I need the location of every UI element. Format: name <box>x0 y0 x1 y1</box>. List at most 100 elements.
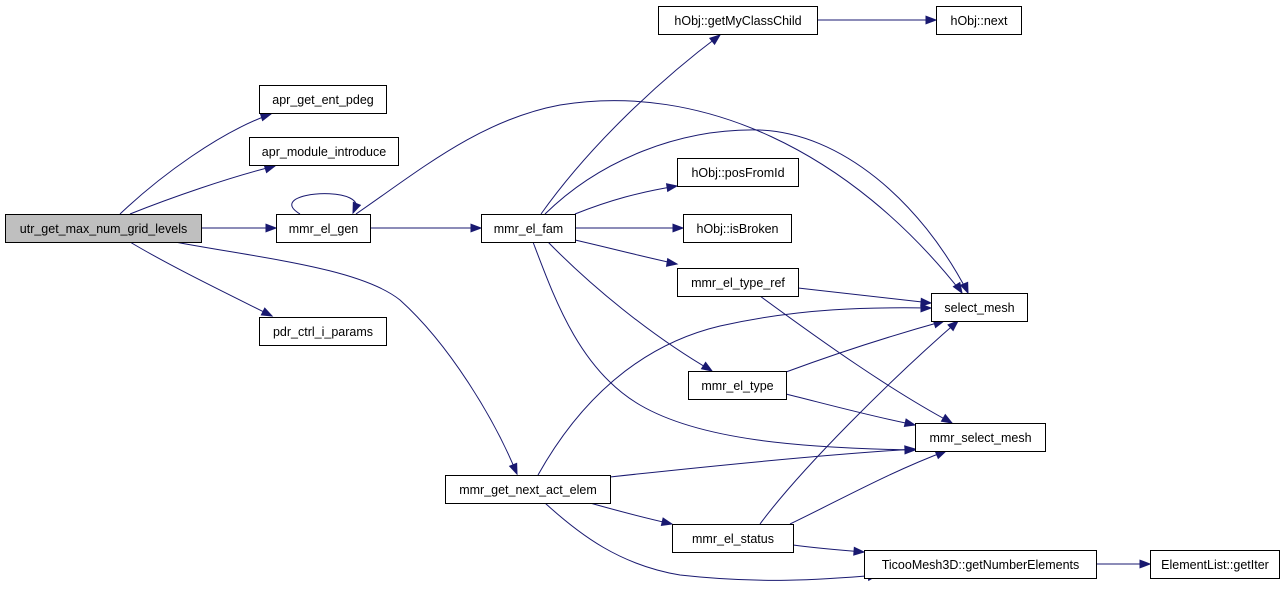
node-mmr_el_type[interactable]: mmr_el_type <box>688 371 787 400</box>
edge-line <box>785 320 945 373</box>
node-apr_get_ent_pdeg[interactable]: apr_get_ent_pdeg <box>259 85 387 114</box>
edge-mmr_el_fam-to-hObj_isBroken <box>575 223 685 233</box>
node-label: hObj::isBroken <box>697 222 779 236</box>
node-mmr_get_next_act_elem[interactable]: mmr_get_next_act_elem <box>445 475 611 504</box>
edge-utr_get_max_num_grid_levels-to-apr_module_introduce <box>129 164 277 215</box>
node-utr_get_max_num_grid_levels[interactable]: utr_get_max_num_grid_levels <box>5 214 202 243</box>
edge-line <box>119 113 272 215</box>
edge-mmr_el_fam-to-mmr_el_type_ref <box>574 239 679 267</box>
edge-mmr_el_fam-to-hObj_getMyClassChild <box>540 34 722 215</box>
node-label: mmr_get_next_act_elem <box>459 483 597 497</box>
node-mmr_el_fam[interactable]: mmr_el_fam <box>481 214 576 243</box>
node-mmr_el_status[interactable]: mmr_el_status <box>672 524 794 553</box>
edge-mmr_el_type-to-select_mesh <box>785 319 946 373</box>
node-box[interactable] <box>915 423 1046 452</box>
edge-mmr_el_status-to-mmr_select_mesh <box>789 450 948 525</box>
edge-line <box>789 450 947 525</box>
arrow-head-icon <box>508 462 518 476</box>
edge-mmr_get_next_act_elem-to-mmr_el_status <box>589 502 674 527</box>
node-label: pdr_ctrl_i_params <box>273 325 373 339</box>
node-label: apr_get_ent_pdeg <box>272 93 374 107</box>
arrow-head-icon <box>952 281 963 295</box>
node-label: mmr_el_status <box>692 532 774 546</box>
node-mmr_select_mesh[interactable]: mmr_select_mesh <box>915 423 1046 452</box>
arrow-head-icon <box>265 223 278 233</box>
edge-line <box>574 239 678 265</box>
node-box[interactable] <box>677 158 799 187</box>
node-hObj_next[interactable]: hObj::next <box>936 6 1022 35</box>
node-box[interactable] <box>481 214 576 243</box>
node-box[interactable] <box>658 6 818 35</box>
arrow-head-icon <box>470 223 483 233</box>
edge-line <box>574 185 678 215</box>
edge-mmr_el_gen-to-mmr_el_fam <box>370 223 483 233</box>
edge-line <box>537 307 932 476</box>
node-box[interactable] <box>688 371 787 400</box>
node-mmr_el_type_ref[interactable]: mmr_el_type_ref <box>677 268 799 297</box>
edge-mmr_get_next_act_elem-to-mmr_select_mesh <box>609 445 917 478</box>
node-label: mmr_el_gen <box>289 222 359 236</box>
node-box[interactable] <box>5 214 202 243</box>
edge-line <box>544 502 879 581</box>
node-box[interactable] <box>931 293 1028 322</box>
node-box[interactable] <box>445 475 611 504</box>
edge-utr_get_max_num_grid_levels-to-mmr_get_next_act_elem <box>174 241 518 476</box>
edge-mmr_el_type_ref-to-select_mesh <box>797 287 933 307</box>
node-TicooMesh3D_getNumberElements[interactable]: TicooMesh3D::getNumberElements <box>864 550 1097 579</box>
node-box[interactable] <box>276 214 371 243</box>
node-box[interactable] <box>677 268 799 297</box>
edge-line <box>355 100 963 294</box>
arrow-head-icon <box>672 223 685 233</box>
node-box[interactable] <box>683 214 792 243</box>
node-label: select_mesh <box>944 301 1014 315</box>
arrow-head-icon <box>853 546 866 556</box>
node-select_mesh[interactable]: select_mesh <box>931 293 1028 322</box>
node-label: mmr_select_mesh <box>929 431 1031 445</box>
arrow-head-icon <box>708 34 722 46</box>
node-hObj_getMyClassChild[interactable]: hObj::getMyClassChild <box>658 6 818 35</box>
edge-utr_get_max_num_grid_levels-to-mmr_el_gen <box>201 223 278 233</box>
edge-line <box>291 193 357 215</box>
node-box[interactable] <box>249 137 399 166</box>
arrow-head-icon <box>1139 559 1152 569</box>
node-box[interactable] <box>259 317 387 346</box>
edge-line <box>759 320 959 525</box>
edge-mmr_el_fam-to-hObj_posFromId <box>574 183 679 215</box>
node-mmr_el_gen[interactable]: mmr_el_gen <box>276 214 371 243</box>
node-label: mmr_el_fam <box>494 222 563 236</box>
edge-mmr_el_status-to-select_mesh <box>759 320 960 525</box>
edge-utr_get_max_num_grid_levels-to-pdr_ctrl_i_params <box>129 241 274 317</box>
arrow-head-icon <box>903 418 917 428</box>
arrow-head-icon <box>352 201 362 215</box>
node-box[interactable] <box>259 85 387 114</box>
node-box[interactable] <box>864 550 1097 579</box>
node-hObj_isBroken[interactable]: hObj::isBroken <box>683 214 792 243</box>
edge-line <box>532 241 916 451</box>
edge-mmr_get_next_act_elem-to-select_mesh <box>537 303 933 476</box>
edge-mmr_el_gen-to-select_mesh <box>355 100 963 295</box>
node-box[interactable] <box>1150 550 1280 579</box>
edge-line <box>759 295 953 424</box>
arrow-head-icon <box>665 257 679 267</box>
arrow-head-icon <box>920 297 933 307</box>
edge-line <box>174 241 518 475</box>
node-apr_module_introduce[interactable]: apr_module_introduce <box>249 137 399 166</box>
arrow-head-icon <box>947 320 960 332</box>
node-pdr_ctrl_i_params[interactable]: pdr_ctrl_i_params <box>259 317 387 346</box>
node-box[interactable] <box>936 6 1022 35</box>
edge-mmr_el_fam-to-select_mesh <box>544 129 969 295</box>
arrow-head-icon <box>904 445 917 455</box>
node-ElementList_getIter[interactable]: ElementList::getIter <box>1150 550 1280 579</box>
arrow-head-icon <box>259 112 273 122</box>
node-hObj_posFromId[interactable]: hObj::posFromId <box>677 158 799 187</box>
arrow-head-icon <box>920 303 933 313</box>
edge-TicooMesh3D_getNumberElements-to-ElementList_getIter <box>1096 559 1152 569</box>
node-label: ElementList::getIter <box>1161 558 1269 572</box>
node-box[interactable] <box>672 524 794 553</box>
edge-mmr_el_type-to-mmr_select_mesh <box>785 393 917 428</box>
node-label: hObj::getMyClassChild <box>674 14 801 28</box>
call-nodes: utr_get_max_num_grid_levels apr_get_ent_p… <box>5 6 1280 579</box>
edge-mmr_el_gen-to-mmr_el_gen <box>291 193 362 215</box>
arrow-head-icon <box>700 361 714 372</box>
edge-line <box>792 544 865 553</box>
